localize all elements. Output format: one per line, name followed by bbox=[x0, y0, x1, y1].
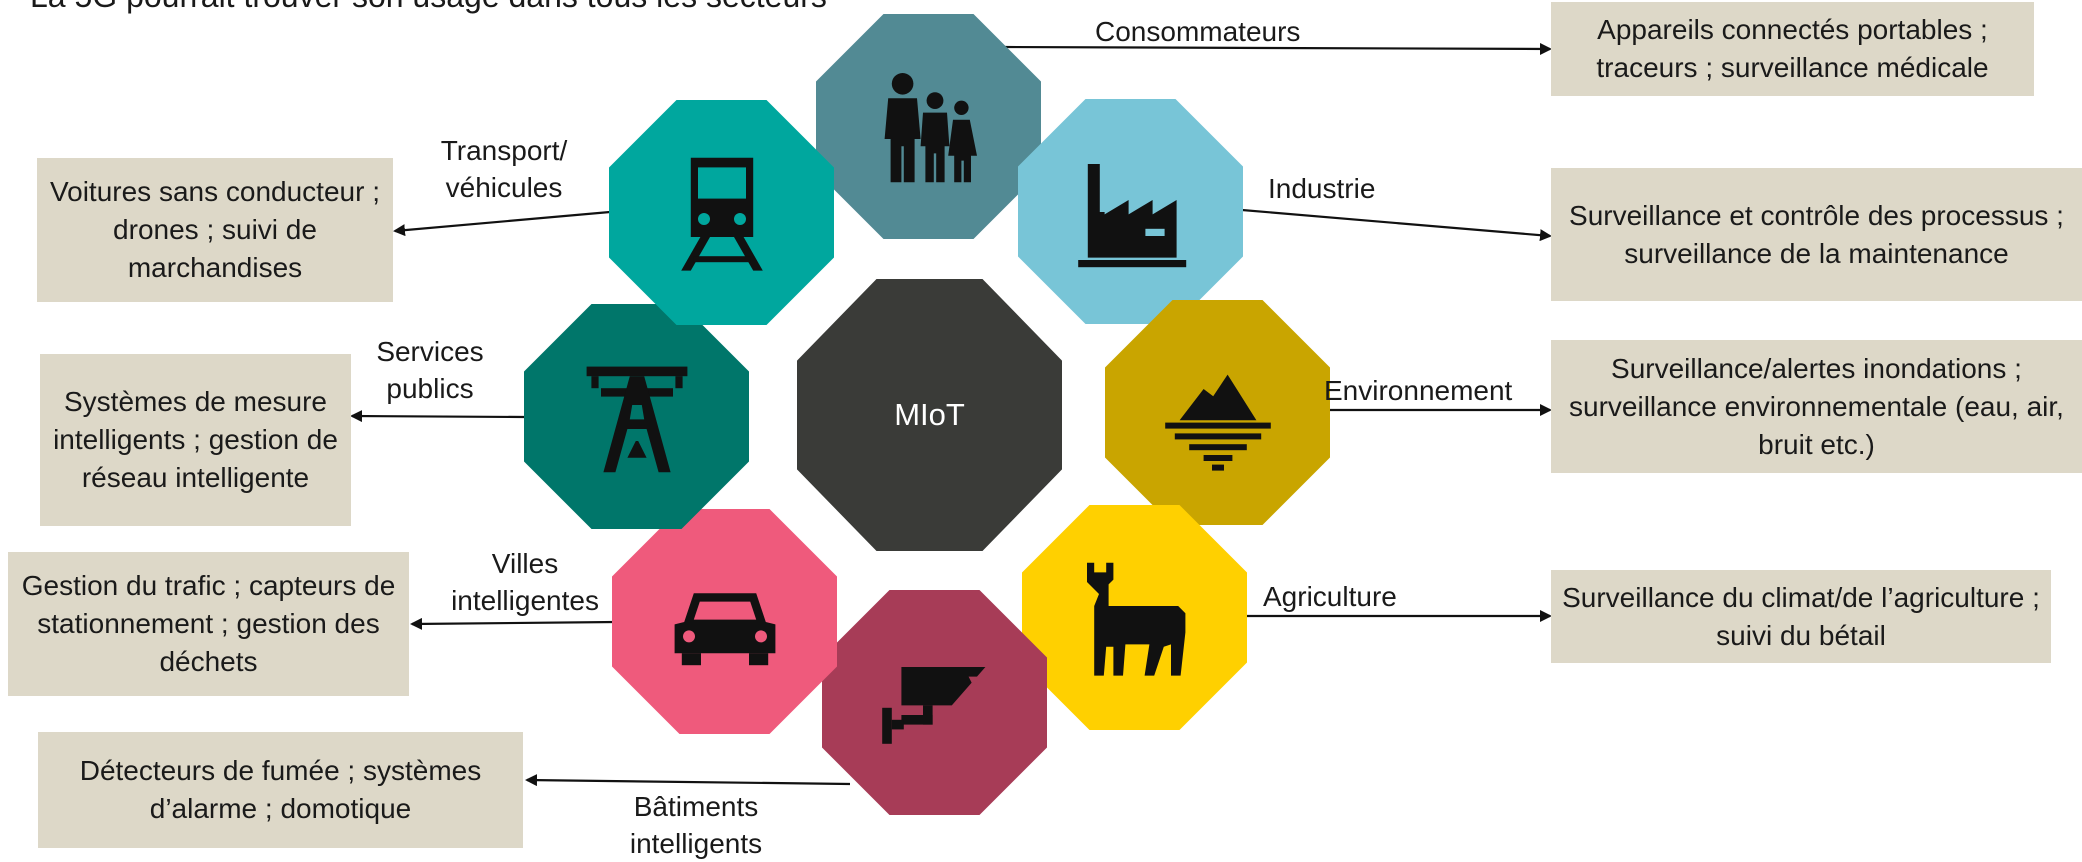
car-icon bbox=[674, 592, 775, 665]
description-consommateurs: Appareils connectés portables ; traceurs… bbox=[1551, 2, 2034, 96]
description-environnement: Surveillance/alertes inondations ; surve… bbox=[1551, 340, 2082, 473]
sector-services-octagon bbox=[524, 304, 749, 529]
label-villes: Villes intelligentes bbox=[451, 548, 599, 616]
label-batiments: Bâtiments intelligents bbox=[629, 791, 763, 859]
sector-industrie-octagon bbox=[1018, 99, 1243, 324]
description-industrie: Surveillance et contrôle des processus ;… bbox=[1551, 168, 2082, 301]
description-agriculture: Surveillance du climat/de l’agriculture … bbox=[1551, 570, 2051, 663]
label-services: Services publics bbox=[376, 336, 484, 404]
description-batiments: Détecteurs de fumée ; systèmes d’alarme … bbox=[38, 732, 523, 848]
security-camera-icon bbox=[881, 666, 985, 744]
label-industrie: Industrie bbox=[1268, 173, 1376, 204]
sector-transport-octagon bbox=[609, 100, 834, 325]
label-transport: Transport/ véhicules bbox=[440, 135, 568, 203]
page-title: La 5G pourrait trouver son usage dans to… bbox=[30, 0, 827, 15]
sector-consommateurs-octagon bbox=[816, 14, 1041, 239]
center-label: MIoT bbox=[894, 397, 965, 432]
sector-agriculture-octagon bbox=[1022, 505, 1247, 730]
arrow-batiments bbox=[525, 774, 851, 787]
sector-environnement-octagon bbox=[1105, 300, 1330, 525]
center-hub: MIoT bbox=[797, 279, 1062, 551]
label-consommateurs: Consommateurs bbox=[1095, 16, 1301, 47]
description-transport: Voitures sans conducteur ; drones ; suiv… bbox=[37, 158, 393, 302]
arrow-villes bbox=[410, 617, 617, 630]
sector-batiments-octagon bbox=[822, 590, 1047, 815]
bull-icon bbox=[1086, 562, 1185, 676]
description-villes: Gestion du trafic ; capteurs de stationn… bbox=[8, 552, 409, 696]
family-icon bbox=[884, 72, 977, 182]
train-icon bbox=[680, 157, 763, 271]
arrow-transport bbox=[393, 210, 611, 237]
factory-icon bbox=[1077, 163, 1186, 267]
label-agriculture: Agriculture bbox=[1263, 581, 1397, 612]
label-environnement: Environnement bbox=[1324, 375, 1513, 406]
pylon-icon bbox=[586, 366, 687, 472]
arrow-industrie bbox=[1241, 208, 1552, 242]
sector-villes-octagon bbox=[612, 509, 837, 734]
description-services: Systèmes de mesure intelligents ; gestio… bbox=[40, 354, 351, 526]
arrow-consommateurs bbox=[1004, 42, 1552, 55]
iceberg-icon bbox=[1164, 374, 1271, 471]
arrow-services bbox=[350, 410, 525, 423]
